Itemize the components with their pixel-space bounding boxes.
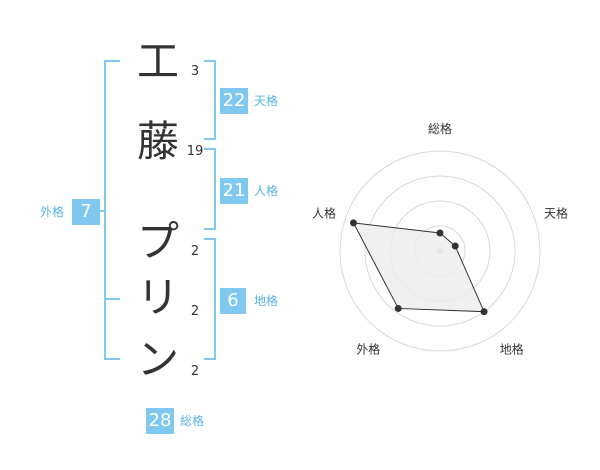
gaikaku-value: 7 — [72, 199, 100, 225]
radar-ring-3 — [364, 175, 516, 327]
stroke-count-2: 19 — [186, 144, 204, 159]
chikaku-label: 地格 — [254, 294, 279, 308]
chikaku-bracket — [204, 238, 216, 360]
radar-area — [352, 222, 485, 313]
stroke-count-4: 2 — [190, 304, 200, 319]
stroke-count-5: 2 — [190, 364, 200, 379]
name-char-1: 工 — [136, 37, 179, 86]
tenkaku-label: 天格 — [254, 94, 279, 108]
tenkaku-value: 22 — [220, 88, 248, 114]
stroke-count-1: 3 — [190, 64, 200, 79]
radar-point-3 — [480, 308, 488, 316]
gaikaku-label: 外格 — [40, 205, 65, 219]
gaikaku-bracket-mid-tick — [104, 298, 120, 300]
tenkaku-bracket — [204, 60, 216, 140]
jinkaku-bracket — [204, 148, 216, 230]
radar-point-5 — [349, 219, 357, 227]
chikaku-value: 6 — [220, 288, 246, 314]
gaikaku-connector — [100, 210, 106, 212]
name-char-4: リ — [136, 273, 179, 322]
radar-axis-label-3: 地格 — [500, 342, 524, 357]
radar-axis-label-2: 天格 — [544, 205, 568, 220]
radar-point-2 — [451, 242, 459, 250]
name-char-5: ン — [136, 335, 179, 384]
name-char-3: プ — [136, 217, 179, 266]
radar-axis-label-4: 外格 — [356, 342, 380, 357]
radar-ring-4 — [339, 150, 541, 352]
soukaku-value: 28 — [146, 408, 174, 434]
radar-point-4 — [394, 304, 402, 312]
radar-axis-label-1: 総格 — [428, 121, 452, 136]
radar-axis-label-5: 人格 — [312, 205, 336, 220]
jinkaku-label: 人格 — [254, 184, 279, 198]
soukaku-label: 総格 — [180, 414, 205, 428]
radar-point-1 — [436, 229, 444, 237]
name-char-2: 藤 — [136, 117, 179, 166]
stroke-count-3: 2 — [190, 244, 200, 259]
jinkaku-value: 21 — [220, 178, 248, 204]
